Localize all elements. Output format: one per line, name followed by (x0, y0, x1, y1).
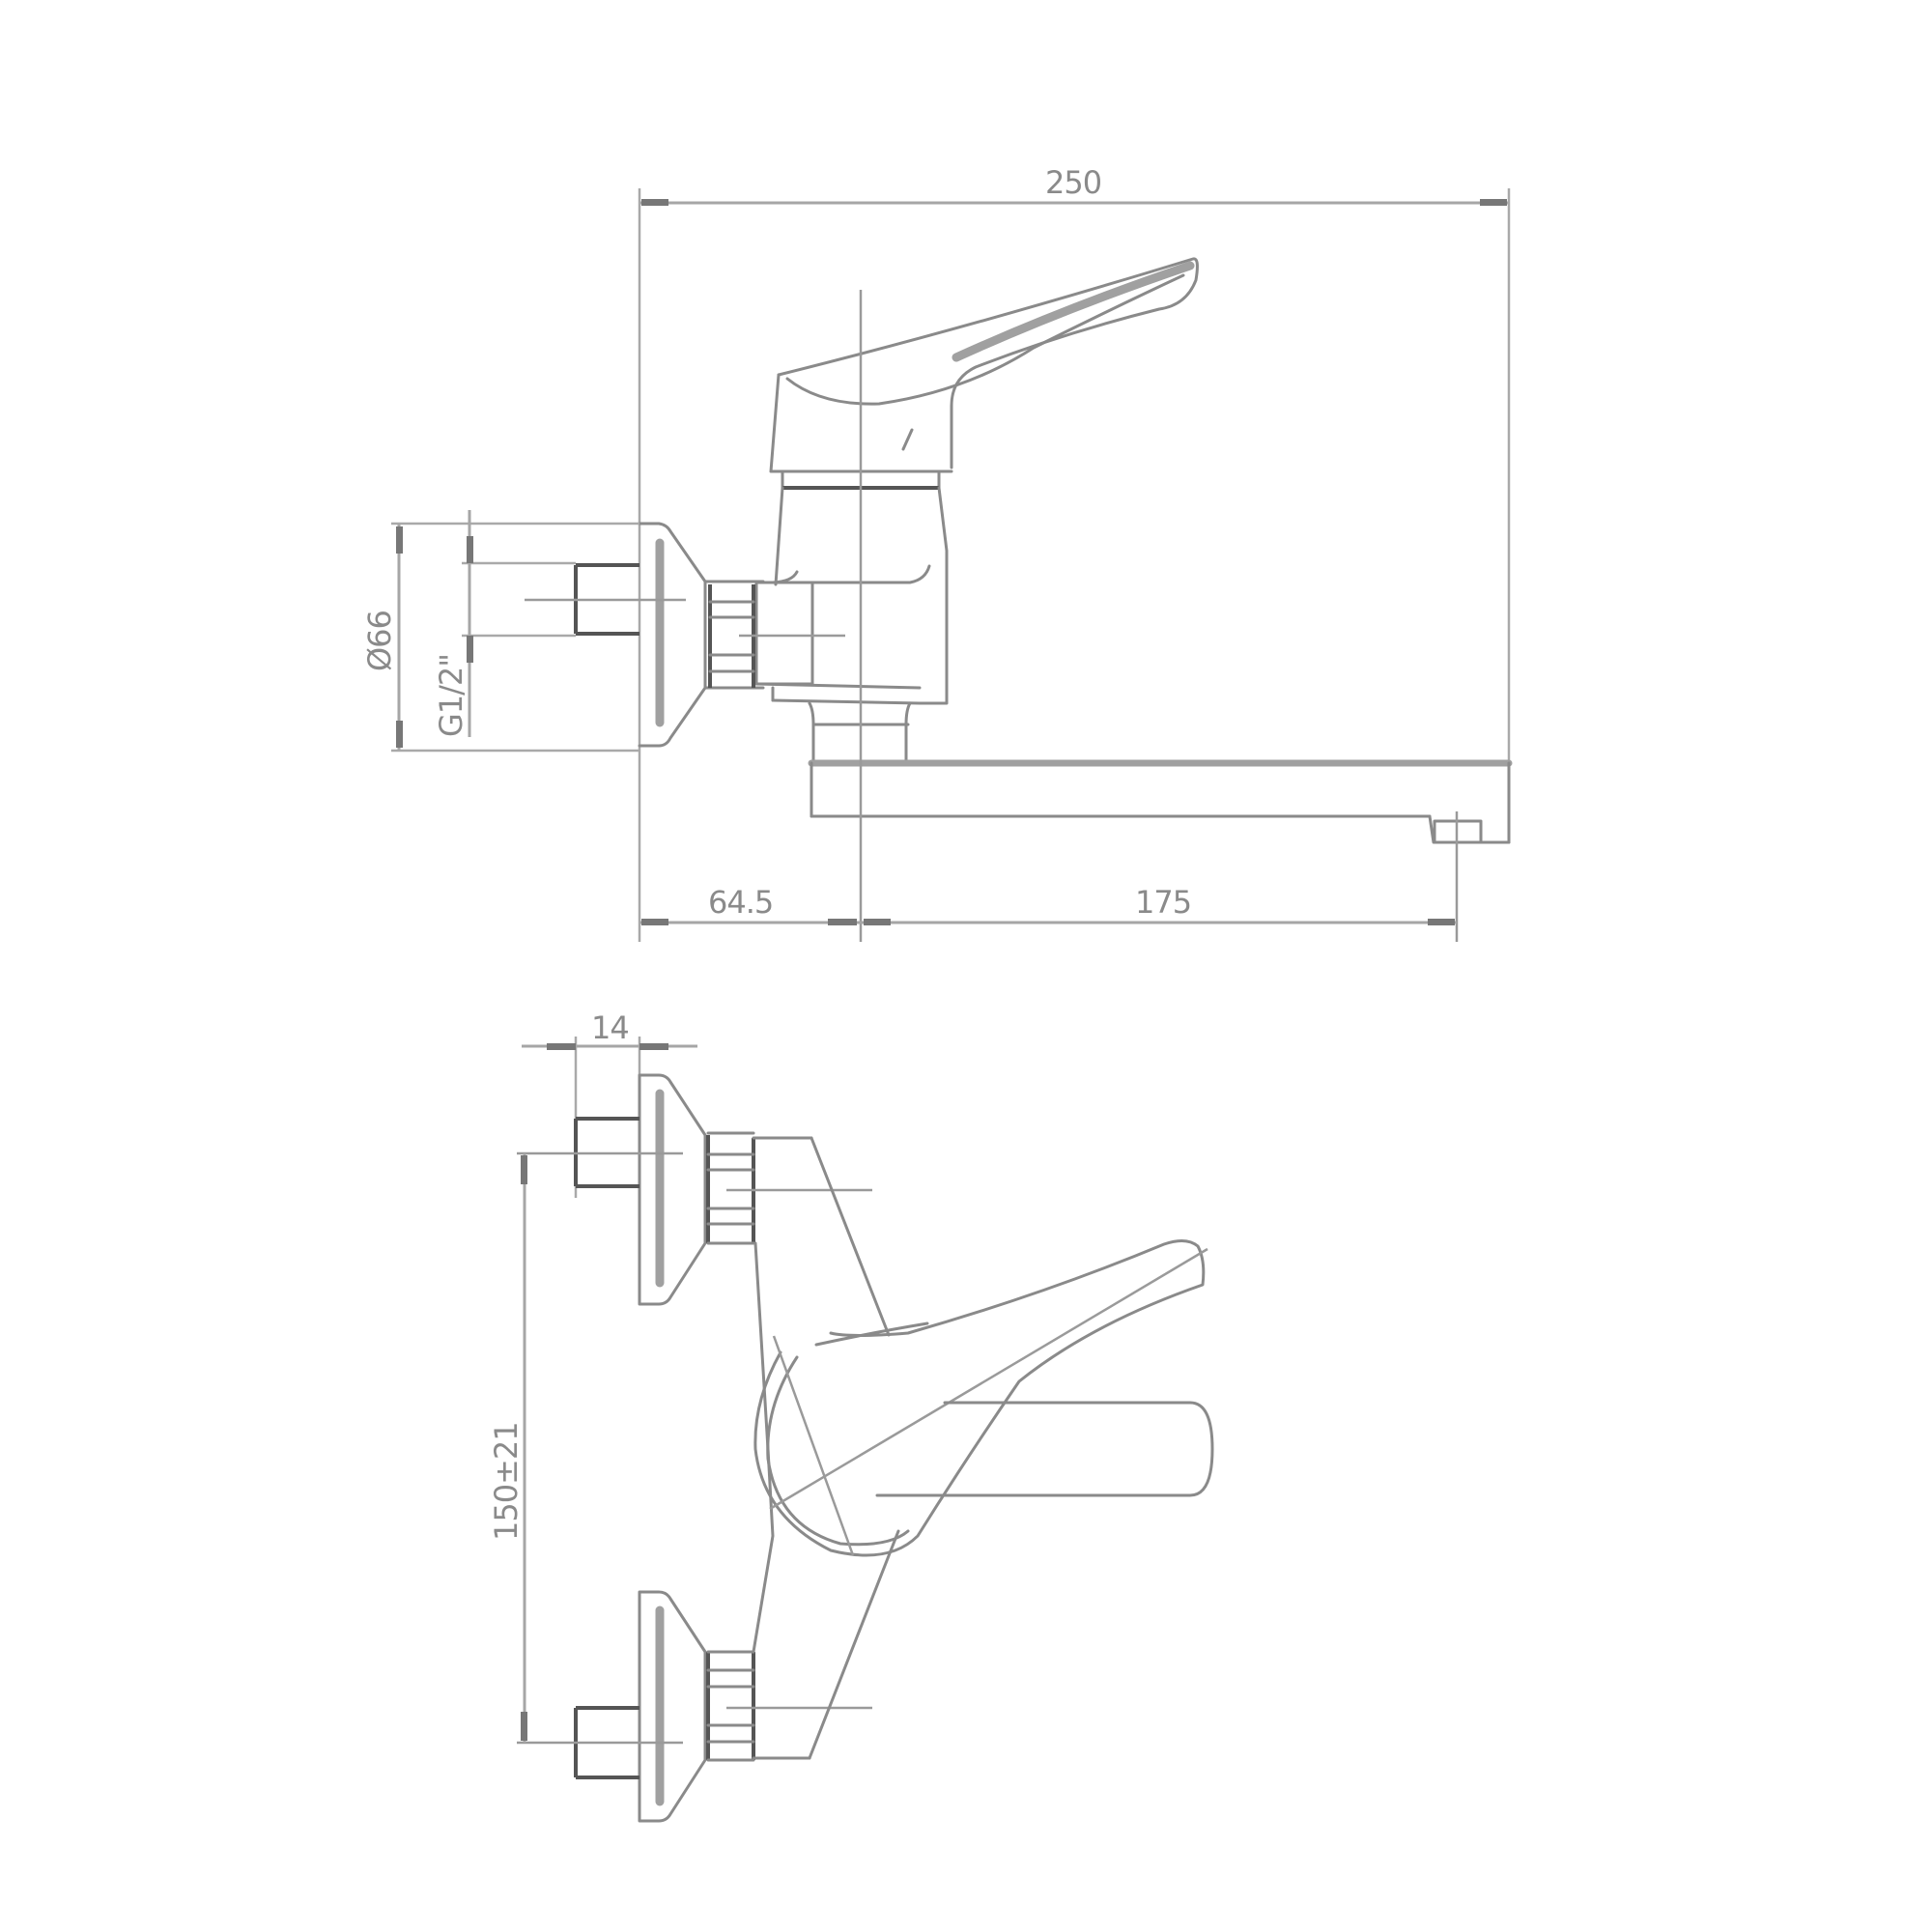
flange-diameter-label: Ø66 (361, 611, 398, 671)
spout (808, 759, 1513, 942)
inlet-pipe (525, 563, 686, 636)
wall-flange (638, 522, 707, 748)
overall-length-label: 250 (1045, 164, 1101, 201)
dimension-inlet-depth: 14 (522, 1009, 697, 1198)
inlet-spacing-label: 150±21 (488, 1422, 525, 1541)
inlet-depth-label: 14 (591, 1009, 629, 1046)
faucet-body (754, 486, 949, 705)
top-view: 14 (488, 1009, 1214, 1823)
upper-inlet-assembly (517, 1073, 872, 1306)
dimension-thread: G1/2" (433, 510, 576, 737)
faucet-body-top (752, 1136, 900, 1760)
lever-handle-top (753, 1239, 1208, 1557)
thread-label: G1/2" (433, 654, 469, 737)
dimension-wall-to-axis: 64.5 (639, 884, 861, 925)
dimension-flange-diameter: Ø66 (361, 522, 639, 753)
side-view: 250 (361, 164, 1513, 942)
axis-to-spout-label: 175 (1135, 884, 1191, 921)
dimension-inlet-spacing: 150±21 (488, 1153, 527, 1743)
dimension-overall-length: 250 (638, 164, 1511, 942)
lever-handle (769, 257, 1199, 473)
lower-inlet-assembly (517, 1590, 872, 1823)
dimension-axis-to-spout: 175 (861, 884, 1457, 925)
spout-top (875, 1401, 1214, 1497)
wall-to-axis-label: 64.5 (708, 884, 773, 921)
connector-nut (703, 580, 845, 690)
